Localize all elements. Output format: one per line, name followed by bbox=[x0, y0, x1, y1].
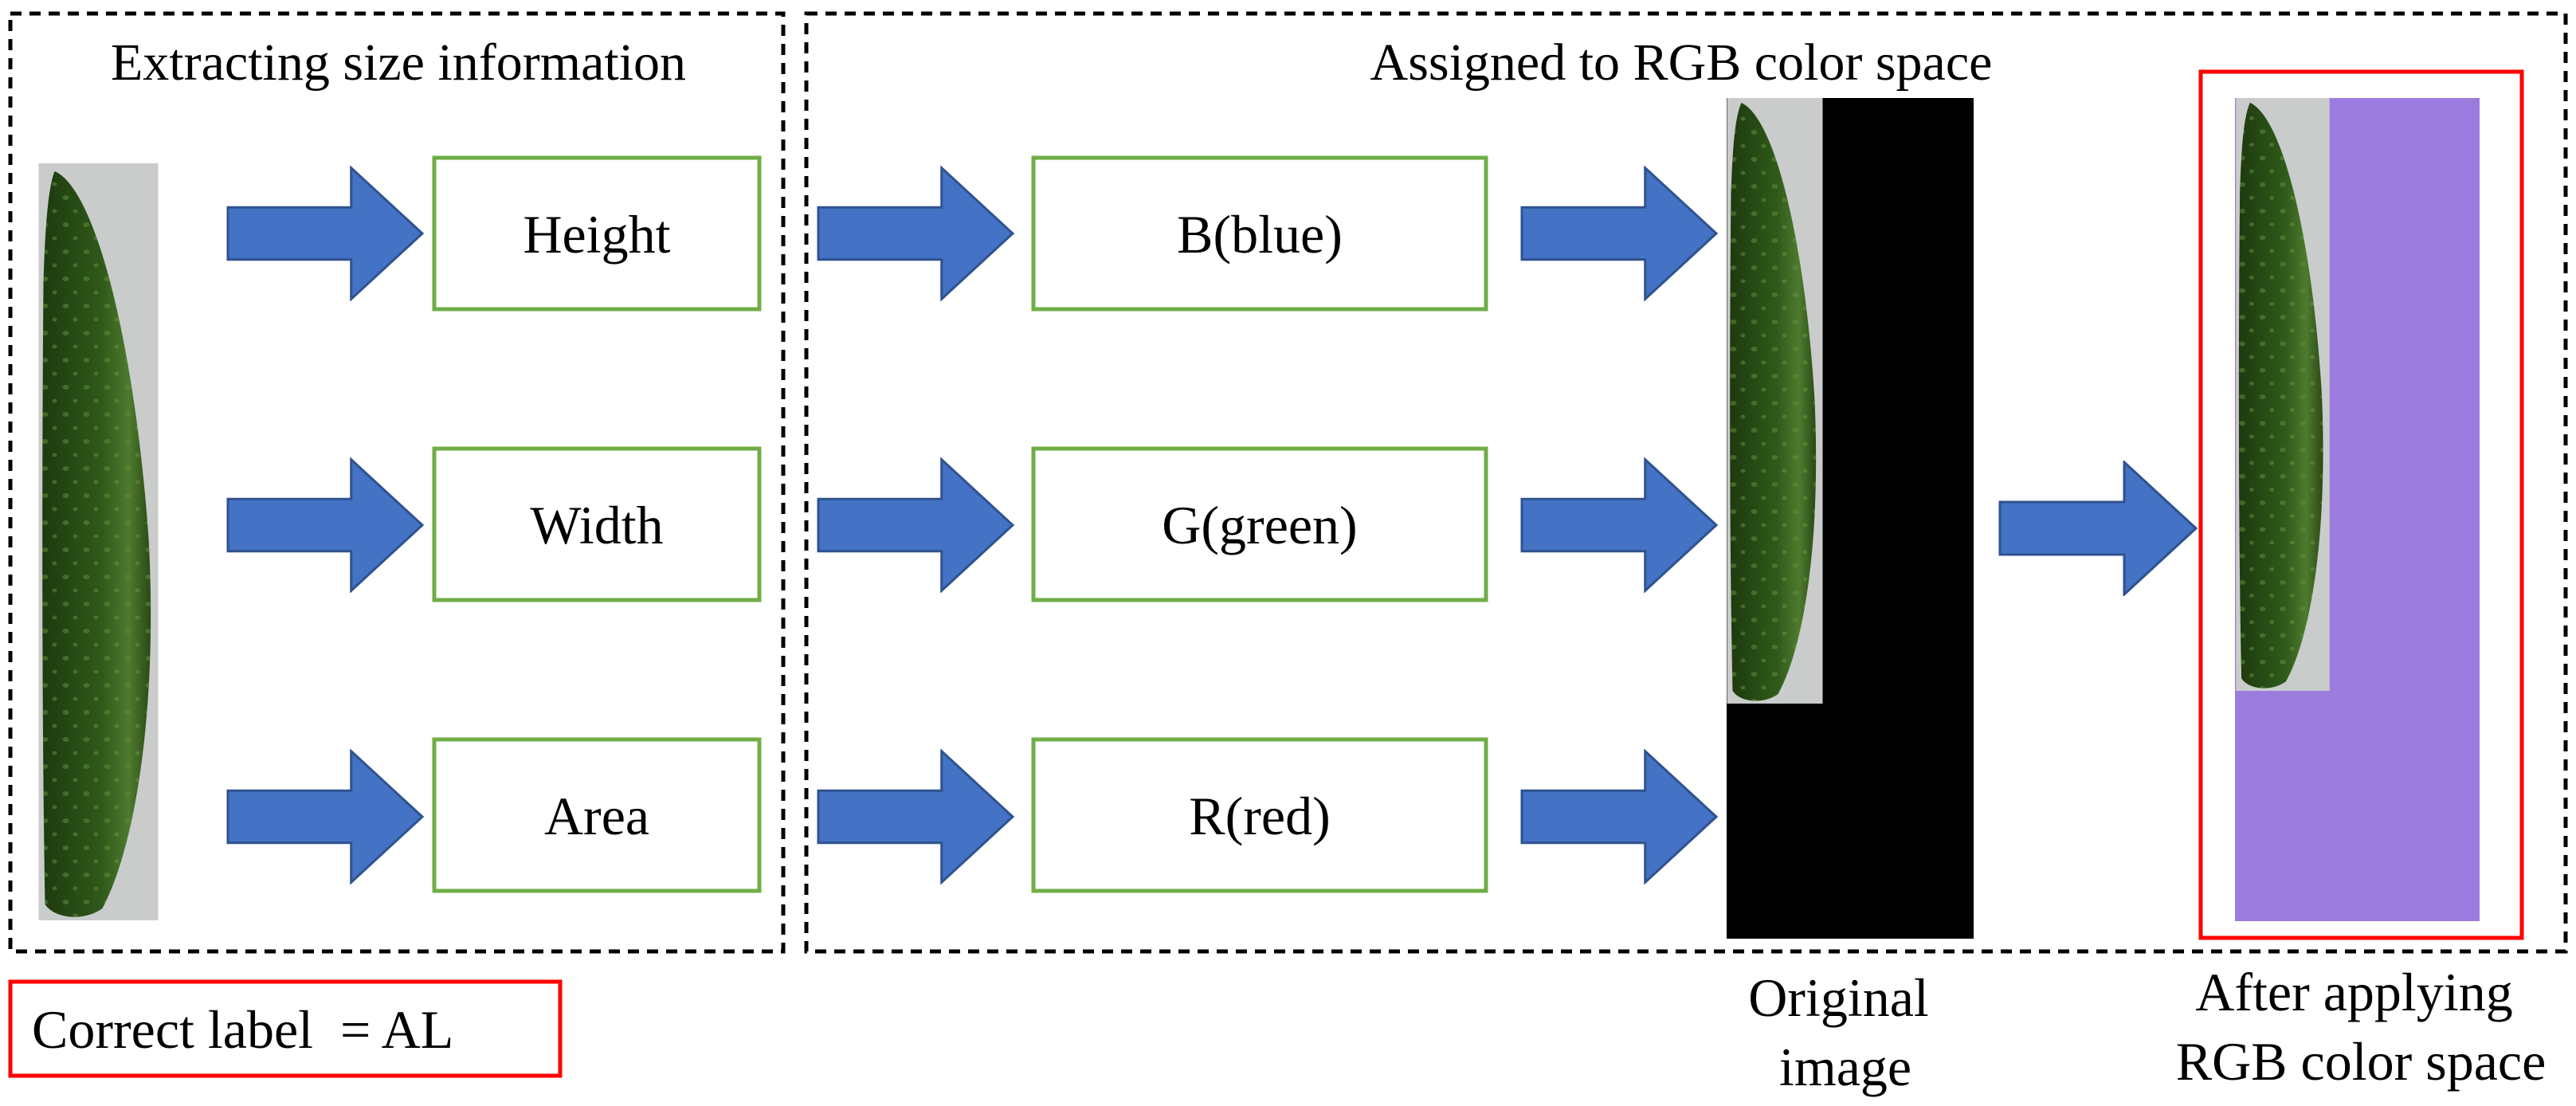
rgb-result-caption: After applying RGB color space bbox=[2176, 962, 2547, 1092]
arrow-to-green bbox=[817, 458, 1014, 592]
correct-label-box: Correct label = AL bbox=[8, 979, 563, 1078]
size-panel-title: Extracting size information bbox=[111, 33, 686, 92]
width-box: Width bbox=[432, 446, 762, 602]
original-image bbox=[1727, 98, 1974, 939]
blue-channel-label: B(blue) bbox=[1177, 204, 1343, 265]
green-channel-label: G(green) bbox=[1162, 495, 1357, 555]
green-channel-box: G(green) bbox=[1031, 446, 1488, 602]
arrow-to-area bbox=[226, 750, 424, 884]
result-cucumber-image bbox=[2236, 98, 2330, 691]
height-label: Height bbox=[523, 204, 670, 265]
rgb-assignment-panel: Assigned to RGB color space B(blue) G(gr… bbox=[804, 11, 2568, 954]
arrow-to-height bbox=[226, 167, 424, 300]
rgb-panel-border bbox=[804, 11, 2568, 954]
original-image-caption: Original image bbox=[1748, 967, 1943, 1097]
arrow-to-red bbox=[817, 750, 1014, 884]
rgb-panel-title: Assigned to RGB color space bbox=[1370, 33, 1993, 92]
correct-label-text: Correct label = AL bbox=[32, 999, 453, 1060]
arrow-to-result bbox=[1998, 461, 2198, 596]
area-box: Area bbox=[432, 737, 762, 893]
red-channel-box: R(red) bbox=[1031, 737, 1488, 893]
arrow-from-blue bbox=[1520, 167, 1718, 300]
arrow-to-blue bbox=[817, 167, 1014, 300]
size-panel-border bbox=[8, 11, 786, 954]
size-extraction-panel: Extracting size information Height Width… bbox=[8, 11, 786, 954]
area-label: Area bbox=[544, 786, 649, 846]
original-cucumber-image bbox=[1727, 98, 1823, 704]
arrow-to-width bbox=[226, 458, 424, 592]
red-channel-label: R(red) bbox=[1189, 786, 1330, 846]
blue-channel-box: B(blue) bbox=[1031, 155, 1488, 312]
rgb-result-image bbox=[2198, 69, 2524, 940]
width-label: Width bbox=[530, 495, 663, 555]
height-box: Height bbox=[432, 155, 762, 312]
cucumber-input-image bbox=[38, 163, 159, 920]
arrow-from-red bbox=[1520, 750, 1718, 884]
arrow-from-green bbox=[1520, 458, 1718, 592]
